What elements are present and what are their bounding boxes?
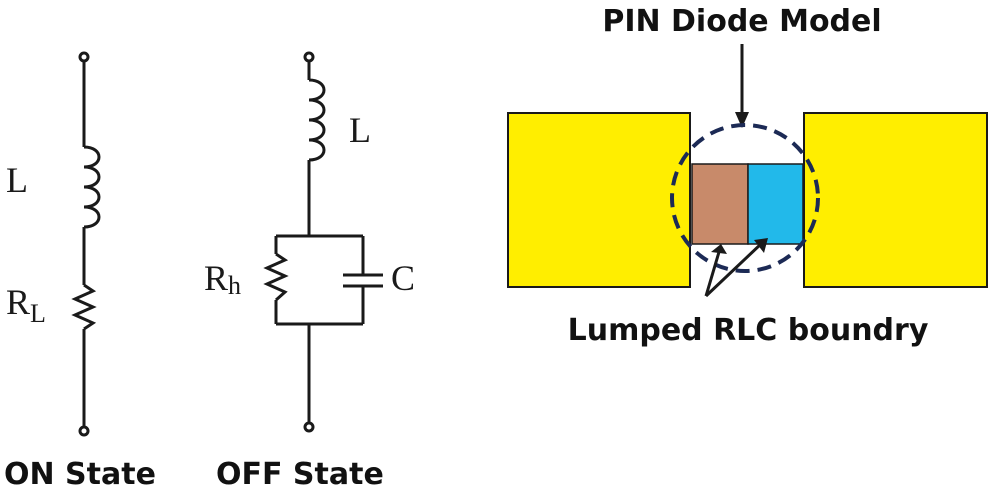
off-resistor-subscript: h [228,271,241,300]
boundary-arrow-right-head [754,238,768,253]
diode-model-title: PIN Diode Model [602,4,881,39]
on-inductor-coil [83,145,101,229]
right-metal-pad [803,112,988,288]
diode-resistive-block [691,163,749,245]
off-inductor-coil [308,78,326,162]
title-arrow [735,44,749,128]
off-resistor-zigzag [263,252,289,302]
off-capacitor-label: C [391,258,415,298]
off-top-terminal [303,51,315,63]
on-resistor-symbol: R [6,282,30,322]
on-resistor-zigzag [71,283,97,331]
boundary-arrows [704,241,764,298]
on-top-terminal [78,51,90,63]
boundary-arrow-right [704,241,764,298]
on-inductor-label: L [6,160,28,200]
boundary-arrow-left-head [711,244,727,254]
title-arrow-head [735,112,749,128]
on-resistor-subscript: L [30,299,46,328]
off-resistor-label: Rh [204,258,241,300]
diode-dashed-circle [670,123,820,273]
off-resistor-symbol: R [204,258,228,298]
on-state-caption: ON State [4,457,156,492]
boundary-arrow-left [704,251,721,297]
left-metal-pad [507,112,691,288]
on-bottom-terminal [78,425,90,437]
off-state-caption: OFF State [216,457,384,492]
off-bottom-terminal [303,421,315,433]
boundary-label: Lumped RLC boundry [568,313,929,348]
on-state-circuit [71,51,101,437]
diode-capacitive-block [747,163,804,245]
off-state-circuit [263,51,383,433]
on-resistor-label: RL [6,282,46,328]
off-inductor-label: L [349,110,371,150]
